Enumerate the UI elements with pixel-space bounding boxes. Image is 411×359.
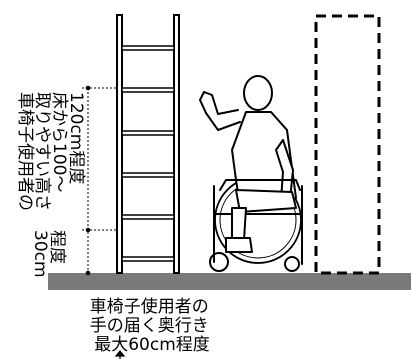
- shelf-board: [121, 172, 175, 178]
- shelf-board: [121, 256, 175, 262]
- low-height-label: 30cm 程度: [30, 230, 67, 283]
- shelf-board: [121, 130, 175, 136]
- wheelchair-user-reaching-icon: [199, 75, 303, 272]
- reach-height-line-4: 120cm程度: [66, 92, 86, 184]
- low-height-line-2: 程度: [47, 230, 67, 264]
- shelf-right-post: [173, 14, 180, 274]
- dashed-opposite-shelf: [314, 14, 381, 275]
- reach-depth-line-1: 車椅子使用者の: [90, 296, 209, 317]
- reach-depth-label: 車椅子使用者の 手の届く奥行き 最大60cm程度: [90, 296, 214, 355]
- shelf-board: [121, 45, 175, 51]
- shelf-board: [121, 87, 175, 93]
- reach-height-line-3: 床から100～: [49, 92, 69, 192]
- reach-height-line-1: 車椅子使用者の: [15, 92, 36, 211]
- shelf-left-post: [116, 14, 123, 274]
- reach-height-label: 車椅子使用者の 取りやすい高さ 床から100～ 120cm程度: [15, 92, 86, 216]
- reach-depth-line-3: 最大60cm程度: [94, 335, 210, 355]
- depth-arrow: [114, 350, 126, 359]
- reach-height-line-2: 取りやすい高さ: [32, 92, 52, 211]
- shelf-unit: [116, 14, 180, 274]
- height-dimension: [82, 85, 117, 276]
- shelf-board: [121, 214, 175, 220]
- floor: [48, 273, 411, 290]
- reach-depth-line-2: 手の届く奥行き: [90, 316, 209, 336]
- low-height-line-1: 30cm: [30, 230, 50, 278]
